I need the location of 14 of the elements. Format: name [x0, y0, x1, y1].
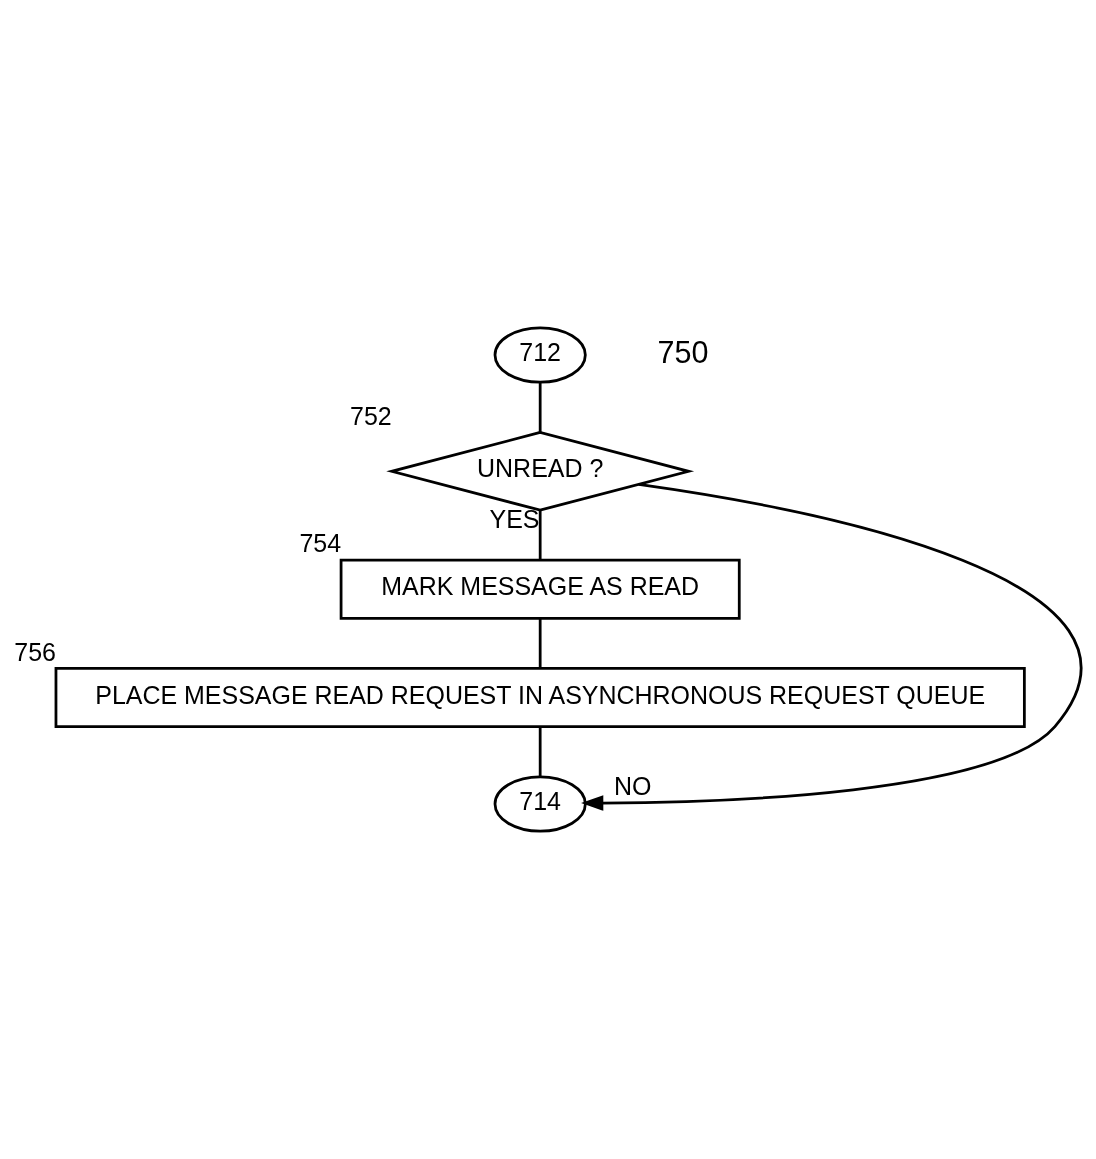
connector: [538, 510, 542, 560]
node-ellipse: 714: [493, 775, 587, 833]
node-label: 752: [350, 401, 392, 430]
label: 750: [657, 334, 709, 369]
node-label: 756: [14, 637, 56, 666]
node-ellipse: 712: [493, 326, 587, 384]
connector: [538, 382, 542, 433]
edge-label: NO: [614, 772, 652, 801]
node-box: PLACE MESSAGE READ REQUEST IN ASYNCHRONOUS REQUEST QUEUE: [54, 666, 1026, 728]
node-label: 754: [299, 529, 342, 558]
node-box: MARK MESSAGE AS READ: [339, 558, 741, 620]
arrow: [581, 483, 1082, 811]
connector: [538, 726, 542, 777]
connector: [538, 618, 542, 669]
